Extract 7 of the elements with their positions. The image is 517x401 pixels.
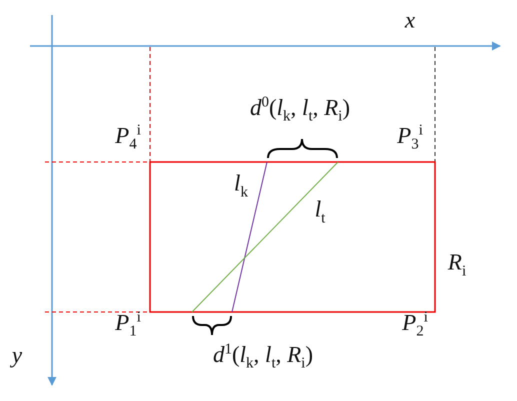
distance-label: d$^{0}$(l$_{k}$, l$_{t}$, R$_{i}$) [250, 95, 350, 125]
distance-label: d$^{1}$(l$_{k}$, l$_{t}$, R$_{i}$) [212, 342, 314, 372]
segment-label: l$_{t}$ [314, 198, 326, 226]
rectangle-label: R$_{i}$ [448, 250, 466, 280]
axis-label: x [404, 8, 416, 32]
axis-label: y [12, 344, 22, 366]
segment-label: l$_{k}$ [234, 172, 248, 200]
